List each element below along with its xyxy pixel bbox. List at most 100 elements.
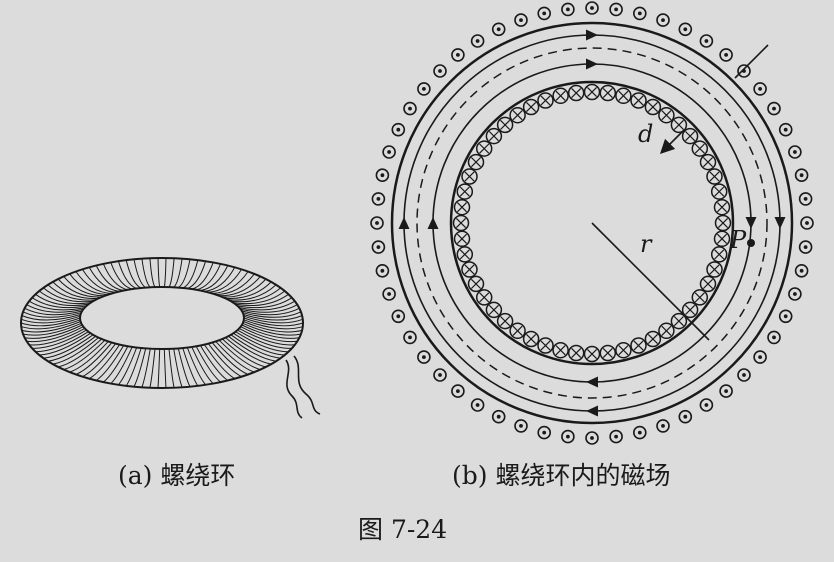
winding-dot-center [376,245,381,250]
winding-turn [239,300,296,311]
winding-turn [22,311,82,318]
winding-turn [32,329,87,349]
winding-cross [681,301,699,319]
winding-turn [203,344,236,380]
point-P [747,239,755,247]
winding-dot [753,82,767,96]
winding-dot [375,263,390,278]
label-r: r [640,230,653,258]
field-direction-arrows [398,29,786,417]
winding-dot [788,287,802,301]
winding-dot-center [803,197,808,201]
winding-cross [537,92,554,109]
winding-cross-mark [714,186,725,197]
winding-dot-center [704,403,709,407]
field-arrow [586,405,598,417]
winding-cross-mark [488,304,499,315]
winding-turn [149,258,156,288]
winding-cross [496,116,514,134]
winding-cross [710,183,728,200]
winding-dot [609,429,623,444]
winding-dot [561,429,575,444]
winding-turn [47,335,97,362]
winding-cross [644,330,662,348]
winding-cross [599,344,617,362]
winding-turn [21,319,81,330]
caption-field: (b) 螺绕环内的磁场 [452,461,671,490]
winding-turn [57,278,102,298]
winding-dot [470,398,485,412]
winding-cross-mark [702,278,714,289]
winding-cross-mark [647,333,658,345]
winding-dot [382,145,396,159]
winding-cross [461,261,478,278]
winding-dot-center [380,173,385,178]
field-arrow [586,29,598,41]
winding-cross [583,345,601,363]
winding-dot [382,287,396,301]
winding-turn [200,265,229,292]
winding-dot [798,192,813,206]
winding-turn [186,347,206,386]
winding-turn [163,348,167,389]
winding-turn [26,304,84,313]
winding-cross [691,140,709,157]
winding-cross [496,312,514,330]
winding-dot [778,122,793,137]
winding-cross-mark [694,292,705,303]
winding-cross [461,168,478,185]
winding-turn [241,324,300,339]
winding-dot [609,2,623,17]
winding-dot-center [783,127,788,132]
winding-cross [467,153,485,171]
winding-dot [753,350,767,364]
winding-turn [157,348,161,389]
winding-turn [243,319,303,330]
winding-turn [241,307,300,316]
winding-dot [371,240,386,254]
winding-dot-center [519,18,523,22]
winding-dot [656,419,670,433]
winding-dot-center [566,434,570,439]
winding-turn [168,348,175,388]
winding-cross [658,322,675,340]
winding-turn [57,338,102,368]
winding-cross [699,275,717,293]
winding-turn [88,344,121,380]
winding-turn [233,332,285,356]
winding-turn [225,281,272,300]
field-arrow [586,376,598,388]
winding-turn [182,347,199,387]
winding-turn [52,337,99,365]
winding-cross-mark [456,202,468,213]
winding-cross-mark [661,110,672,121]
field-arrow [427,217,439,229]
winding-turn [173,348,183,388]
winding-dot [470,34,485,48]
winding-cross-mark [685,131,696,142]
winding-dot [514,13,528,27]
winding-cross-mark [455,217,467,229]
winding-dot-center [758,355,762,359]
winding-dot [699,34,714,48]
winding-cross [599,84,617,102]
winding-dot [403,101,417,116]
winding-turn [21,314,81,321]
winding-dot-center [614,7,618,12]
winding-dot [391,122,406,137]
winding-dot-center [396,127,401,132]
winding-cross-mark [709,171,720,182]
winding-cross [475,140,493,157]
winding-turn [243,314,303,321]
winding-dot-center [422,87,426,91]
lead-wire [285,359,303,419]
inner-windings-into-page [452,83,732,363]
winding-dot [800,216,814,230]
outer-windings-out-of-page [370,1,814,445]
winding-cross [567,344,585,362]
winding-cross-mark [459,249,470,260]
winding-cross-mark [479,143,490,154]
winding-cross-mark [459,186,470,197]
winding-dot [514,419,528,433]
